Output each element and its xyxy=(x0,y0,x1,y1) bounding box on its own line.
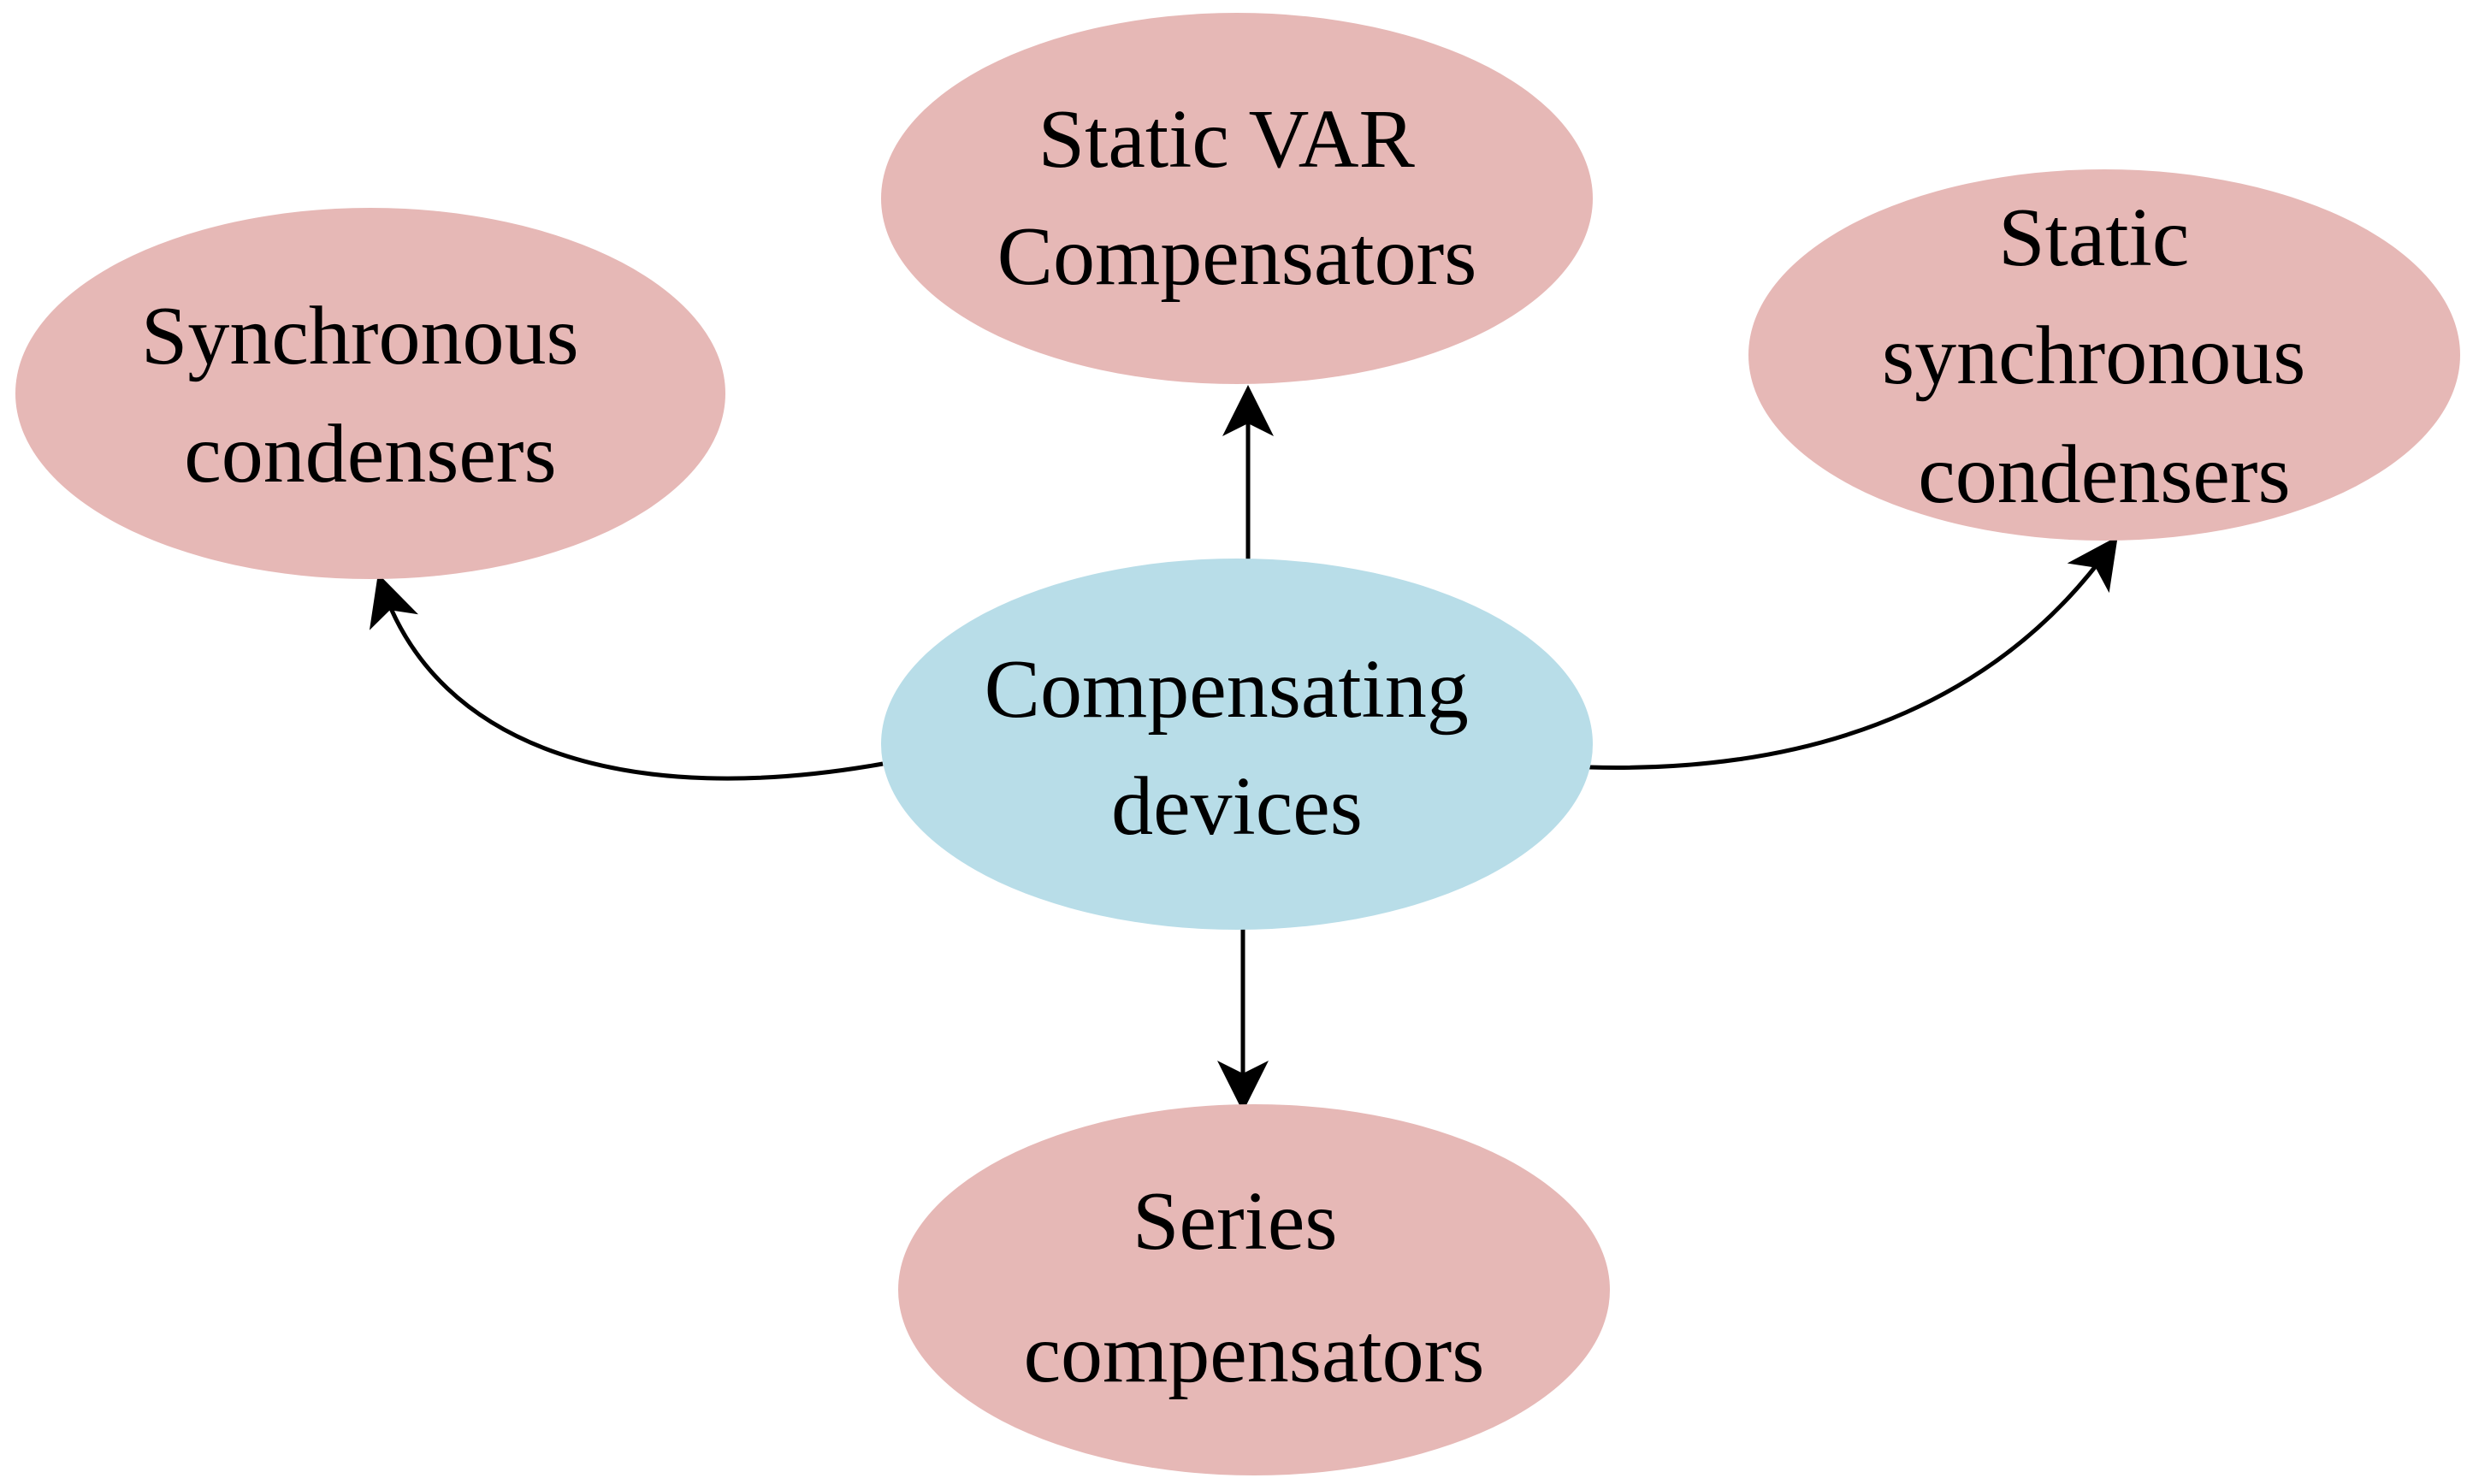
node-bottom: Series compensators xyxy=(898,1104,1610,1475)
node-right: Static synchronous condensers xyxy=(1748,169,2460,541)
node-right-line: synchronous xyxy=(1882,310,2305,402)
node-bottom-shape xyxy=(898,1104,1610,1475)
arrow-to-right xyxy=(1588,535,2118,770)
node-left-shape xyxy=(15,208,725,579)
node-center-label: Compensating devices xyxy=(985,643,1490,853)
node-right-line: condensers xyxy=(1918,429,2290,521)
node-left-label: Synchronous condensers xyxy=(141,290,600,500)
node-right-shape xyxy=(1748,169,2460,541)
node-center-line: Compensating xyxy=(985,643,1469,736)
node-bottom-label: Series compensators xyxy=(1024,1175,1485,1400)
node-top-line: Compensators xyxy=(997,210,1477,303)
node-left-line: condensers xyxy=(184,408,556,500)
node-top-label: Static VAR Compensators xyxy=(997,93,1477,303)
node-top-shape xyxy=(881,13,1593,384)
node-left: Synchronous condensers xyxy=(15,208,725,579)
node-left-line: Synchronous xyxy=(141,290,579,382)
arrow-to-left xyxy=(369,573,884,781)
node-center: Compensating devices xyxy=(881,559,1593,930)
node-center-shape xyxy=(881,559,1593,930)
node-bottom-line: compensators xyxy=(1024,1308,1485,1400)
node-right-line: Static xyxy=(1998,192,2189,284)
node-top-line: Static VAR xyxy=(1038,93,1416,186)
node-bottom-line: Series xyxy=(1133,1175,1338,1268)
node-top: Static VAR Compensators xyxy=(881,13,1593,384)
node-center-line: devices xyxy=(1111,760,1363,853)
node-right-label: Static synchronous condensers xyxy=(1882,192,2327,521)
